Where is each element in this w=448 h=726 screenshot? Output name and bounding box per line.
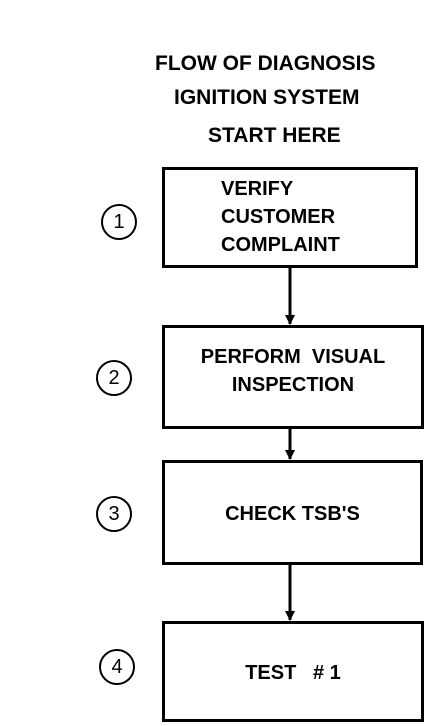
step-box-test-1: TEST # 1: [162, 621, 424, 722]
step-number-1: 1: [101, 204, 137, 240]
step-1-line-3: COMPLAINT: [221, 234, 340, 256]
step-2-line-1: PERFORM VISUAL: [200, 346, 386, 368]
step-1-line-2: CUSTOMER: [221, 206, 336, 228]
step-number-4: 4: [99, 649, 135, 685]
step-box-verify-complaint: VERIFY CUSTOMER COMPLAINT: [162, 167, 418, 268]
step-4-text: TEST # 1: [245, 662, 341, 684]
step-2-line-2: INSPECTION: [231, 374, 355, 396]
step-box-visual-inspection: PERFORM VISUAL INSPECTION: [162, 325, 424, 429]
step-1-line-1: VERIFY: [221, 178, 294, 200]
start-here-label: START HERE: [208, 124, 341, 147]
step-1-text: VERIFY CUSTOMER COMPLAINT: [221, 175, 340, 259]
title-line-1: FLOW OF DIAGNOSIS: [155, 52, 376, 75]
step-box-check-tsbs: CHECK TSB'S: [162, 460, 423, 565]
title-line-2: IGNITION SYSTEM: [174, 86, 360, 109]
step-2-text: PERFORM VISUAL INSPECTION: [171, 343, 415, 399]
step-number-3: 3: [96, 496, 132, 532]
step-3-text: CHECK TSB'S: [225, 503, 360, 525]
step-number-2: 2: [96, 360, 132, 396]
